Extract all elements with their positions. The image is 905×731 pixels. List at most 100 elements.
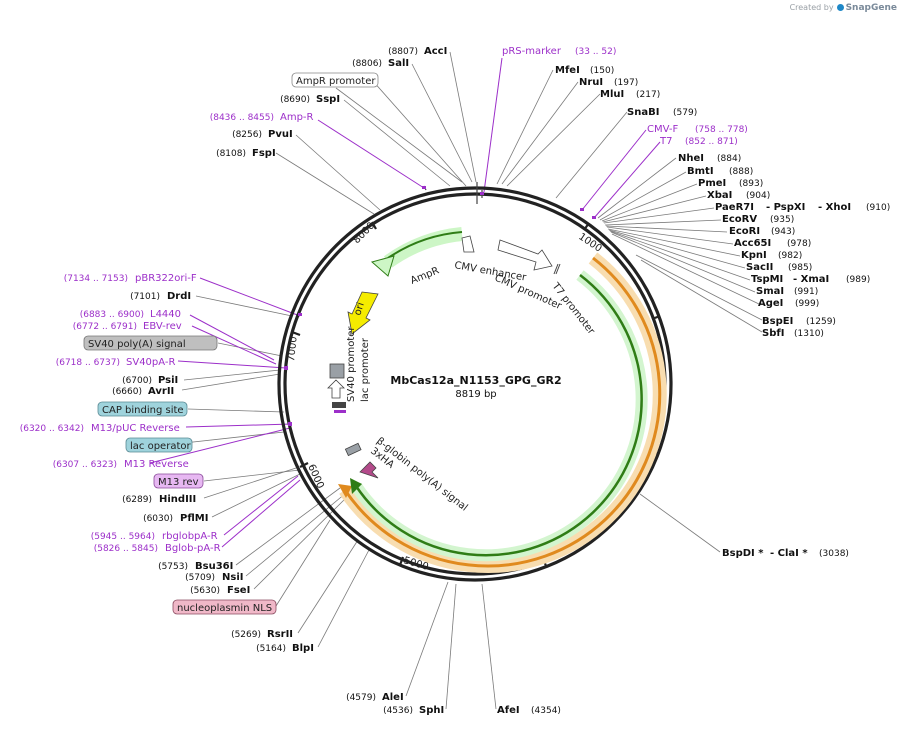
site-name-mfei[interactable]: MfeI bbox=[555, 65, 580, 76]
cds-arc bbox=[354, 274, 643, 557]
feature-lac-operator: lac operator bbox=[130, 441, 191, 452]
site-pos-sbfi: (1310) bbox=[794, 329, 824, 339]
primer-mark-m13 bbox=[288, 422, 292, 426]
site-name-afei[interactable]: AfeI bbox=[497, 705, 520, 716]
site-name-ecorv[interactable]: EcoRV bbox=[722, 214, 757, 225]
label-sv40-promoter: SV40 promoter bbox=[346, 326, 357, 402]
site-pos-pvui: (8256) bbox=[232, 130, 262, 140]
site-pos-bsu36i: (5753) bbox=[158, 562, 188, 572]
site-pos-blpi: (5164) bbox=[256, 644, 286, 654]
primer-name-ebv[interactable]: EBV-rev bbox=[143, 321, 182, 332]
feature-sv40-polya: SV40 poly(A) signal bbox=[88, 339, 186, 350]
site-name-smai[interactable]: SmaI bbox=[756, 286, 784, 297]
site-name-ecori[interactable]: EcoRI bbox=[729, 226, 760, 237]
site-name-sali[interactable]: SalI bbox=[388, 58, 409, 69]
site-name-pvui[interactable]: PvuI bbox=[268, 129, 293, 140]
primer-name-l4440[interactable]: L4440 bbox=[150, 309, 181, 320]
ampr-arrow-body bbox=[383, 227, 463, 268]
site-name-pflmi[interactable]: PflMI bbox=[180, 513, 208, 524]
ampr-arrowhead bbox=[370, 255, 395, 277]
site-name-nhei[interactable]: NheI bbox=[678, 153, 704, 164]
site-pos-avrii: (6660) bbox=[112, 387, 142, 397]
lac-promoter-arrow bbox=[327, 379, 345, 399]
site-name-xhoi[interactable]: - XhoI bbox=[818, 202, 851, 213]
site-name-kpni[interactable]: KpnI bbox=[741, 250, 767, 261]
site-name-bspdi[interactable]: BspDI * bbox=[722, 548, 764, 559]
site-name-xbai[interactable]: XbaI bbox=[707, 190, 732, 201]
feature-ampr-promoter: AmpR promoter bbox=[296, 76, 376, 87]
site-pos-agei: (999) bbox=[795, 299, 819, 309]
site-name-nsii[interactable]: NsiI bbox=[222, 572, 243, 583]
box-ampr-promoter[interactable] bbox=[291, 72, 379, 88]
site-name-acci[interactable]: AccI bbox=[424, 46, 447, 57]
site-name-blpi[interactable]: BlpI bbox=[292, 643, 314, 654]
box-lac-operator[interactable] bbox=[125, 437, 193, 453]
label-ampr: AmpR bbox=[409, 265, 441, 286]
leader-lines bbox=[165, 51, 763, 710]
primer-name-ampr[interactable]: Amp-R bbox=[280, 112, 314, 123]
site-name-alei[interactable]: AleI bbox=[382, 692, 404, 703]
site-pos-mfei: (150) bbox=[590, 66, 614, 76]
primer-name-cmvf[interactable]: CMV-F bbox=[647, 124, 678, 135]
site-name-mlui[interactable]: MluI bbox=[600, 89, 624, 100]
site-name-agei[interactable]: AgeI bbox=[758, 298, 783, 309]
site-name-hindiii[interactable]: HindIII bbox=[159, 494, 196, 505]
site-name-sbfi[interactable]: SbfI bbox=[762, 328, 784, 339]
box-sv40-polya[interactable] bbox=[83, 335, 218, 351]
primer-name-t7[interactable]: T7 bbox=[659, 136, 672, 147]
site-name-snabi[interactable]: SnaBI bbox=[627, 107, 659, 118]
label-cmv-promoter: CMV promoter bbox=[493, 273, 564, 313]
primer-name-m13puc[interactable]: M13/pUC Reverse bbox=[91, 423, 180, 434]
site-name-fspi[interactable]: FspI bbox=[252, 148, 276, 159]
credit-brand: SnapGene bbox=[845, 3, 897, 13]
site-name-fsei[interactable]: FseI bbox=[227, 585, 250, 596]
site-pos-smai: (991) bbox=[794, 287, 818, 297]
cds-arc-halo bbox=[351, 270, 648, 562]
ampr-promoter-arrow bbox=[461, 235, 475, 253]
plasmid-name: MbCas12a_N1153_GPG_GR2 bbox=[390, 374, 561, 387]
site-pos-pflmi: (6030) bbox=[143, 514, 173, 524]
site-name-acc65i[interactable]: Acc65I bbox=[734, 238, 771, 249]
site-name-paer7i[interactable]: PaeR7I bbox=[715, 202, 754, 213]
site-pos-acci: (8807) bbox=[388, 47, 418, 57]
site-name-tspmi[interactable]: TspMI bbox=[751, 274, 783, 285]
primer-name-prs[interactable]: pRS-marker bbox=[502, 46, 562, 57]
site-name-drdi[interactable]: DrdI bbox=[167, 291, 191, 302]
site-name-avrii[interactable]: AvrII bbox=[148, 386, 174, 397]
primer-name-sv40pa[interactable]: SV40pA-R bbox=[126, 357, 175, 368]
site-name-sspi[interactable]: SspI bbox=[316, 94, 340, 105]
site-name-psii[interactable]: PsiI bbox=[158, 375, 178, 386]
primer-range-cmvf: (758 .. 778) bbox=[695, 125, 748, 135]
site-pos-psii: (6700) bbox=[122, 376, 152, 386]
site-name-bmti[interactable]: BmtI bbox=[687, 166, 714, 177]
site-name-rsrii[interactable]: RsrII bbox=[267, 629, 293, 640]
site-name-pmei[interactable]: PmeI bbox=[698, 178, 726, 189]
primer-name-pbr322[interactable]: pBR322ori-F bbox=[135, 273, 197, 284]
site-name-bspei[interactable]: BspEI bbox=[762, 316, 793, 327]
primer-mark-t7 bbox=[592, 216, 596, 219]
cap-binding-box bbox=[332, 402, 346, 408]
site-pos-alei: (4579) bbox=[346, 693, 376, 703]
box-cap-binding[interactable] bbox=[97, 401, 188, 417]
primer-range-l4440: (6883 .. 6900) bbox=[80, 310, 144, 320]
feature-nucleoplasmin-nls: nucleoplasmin NLS bbox=[177, 603, 272, 614]
site-name-pspxi[interactable]: - PspXI bbox=[766, 202, 805, 213]
primer-mark-sv40 bbox=[284, 366, 288, 370]
site-name-sphi[interactable]: SphI bbox=[419, 705, 444, 716]
primer-name-rbglob[interactable]: rbglobpA-R bbox=[162, 531, 218, 542]
site-pos-bmti: (888) bbox=[729, 167, 753, 177]
box-nucleoplasmin-nls[interactable] bbox=[172, 599, 277, 615]
primer-name-bglob[interactable]: Bglob-pA-R bbox=[165, 543, 221, 554]
box-m13-rev[interactable] bbox=[153, 473, 204, 489]
primer-name-m13rev[interactable]: M13 Reverse bbox=[124, 459, 189, 470]
site-name-bsu36i[interactable]: Bsu36I bbox=[195, 561, 233, 572]
plasmid-size: 8819 bp bbox=[455, 389, 496, 400]
site-name-clai[interactable]: - ClaI * bbox=[770, 548, 808, 559]
site-pos-rsrii: (5269) bbox=[231, 630, 261, 640]
t7-promoter-mark bbox=[555, 263, 561, 275]
site-name-sacii[interactable]: SacII bbox=[746, 262, 773, 273]
site-pos-acc65i: (978) bbox=[787, 239, 811, 249]
site-name-nrui[interactable]: NruI bbox=[579, 77, 603, 88]
site-pos-ecorv: (935) bbox=[770, 215, 794, 225]
site-name-xmai[interactable]: - XmaI bbox=[793, 274, 829, 285]
